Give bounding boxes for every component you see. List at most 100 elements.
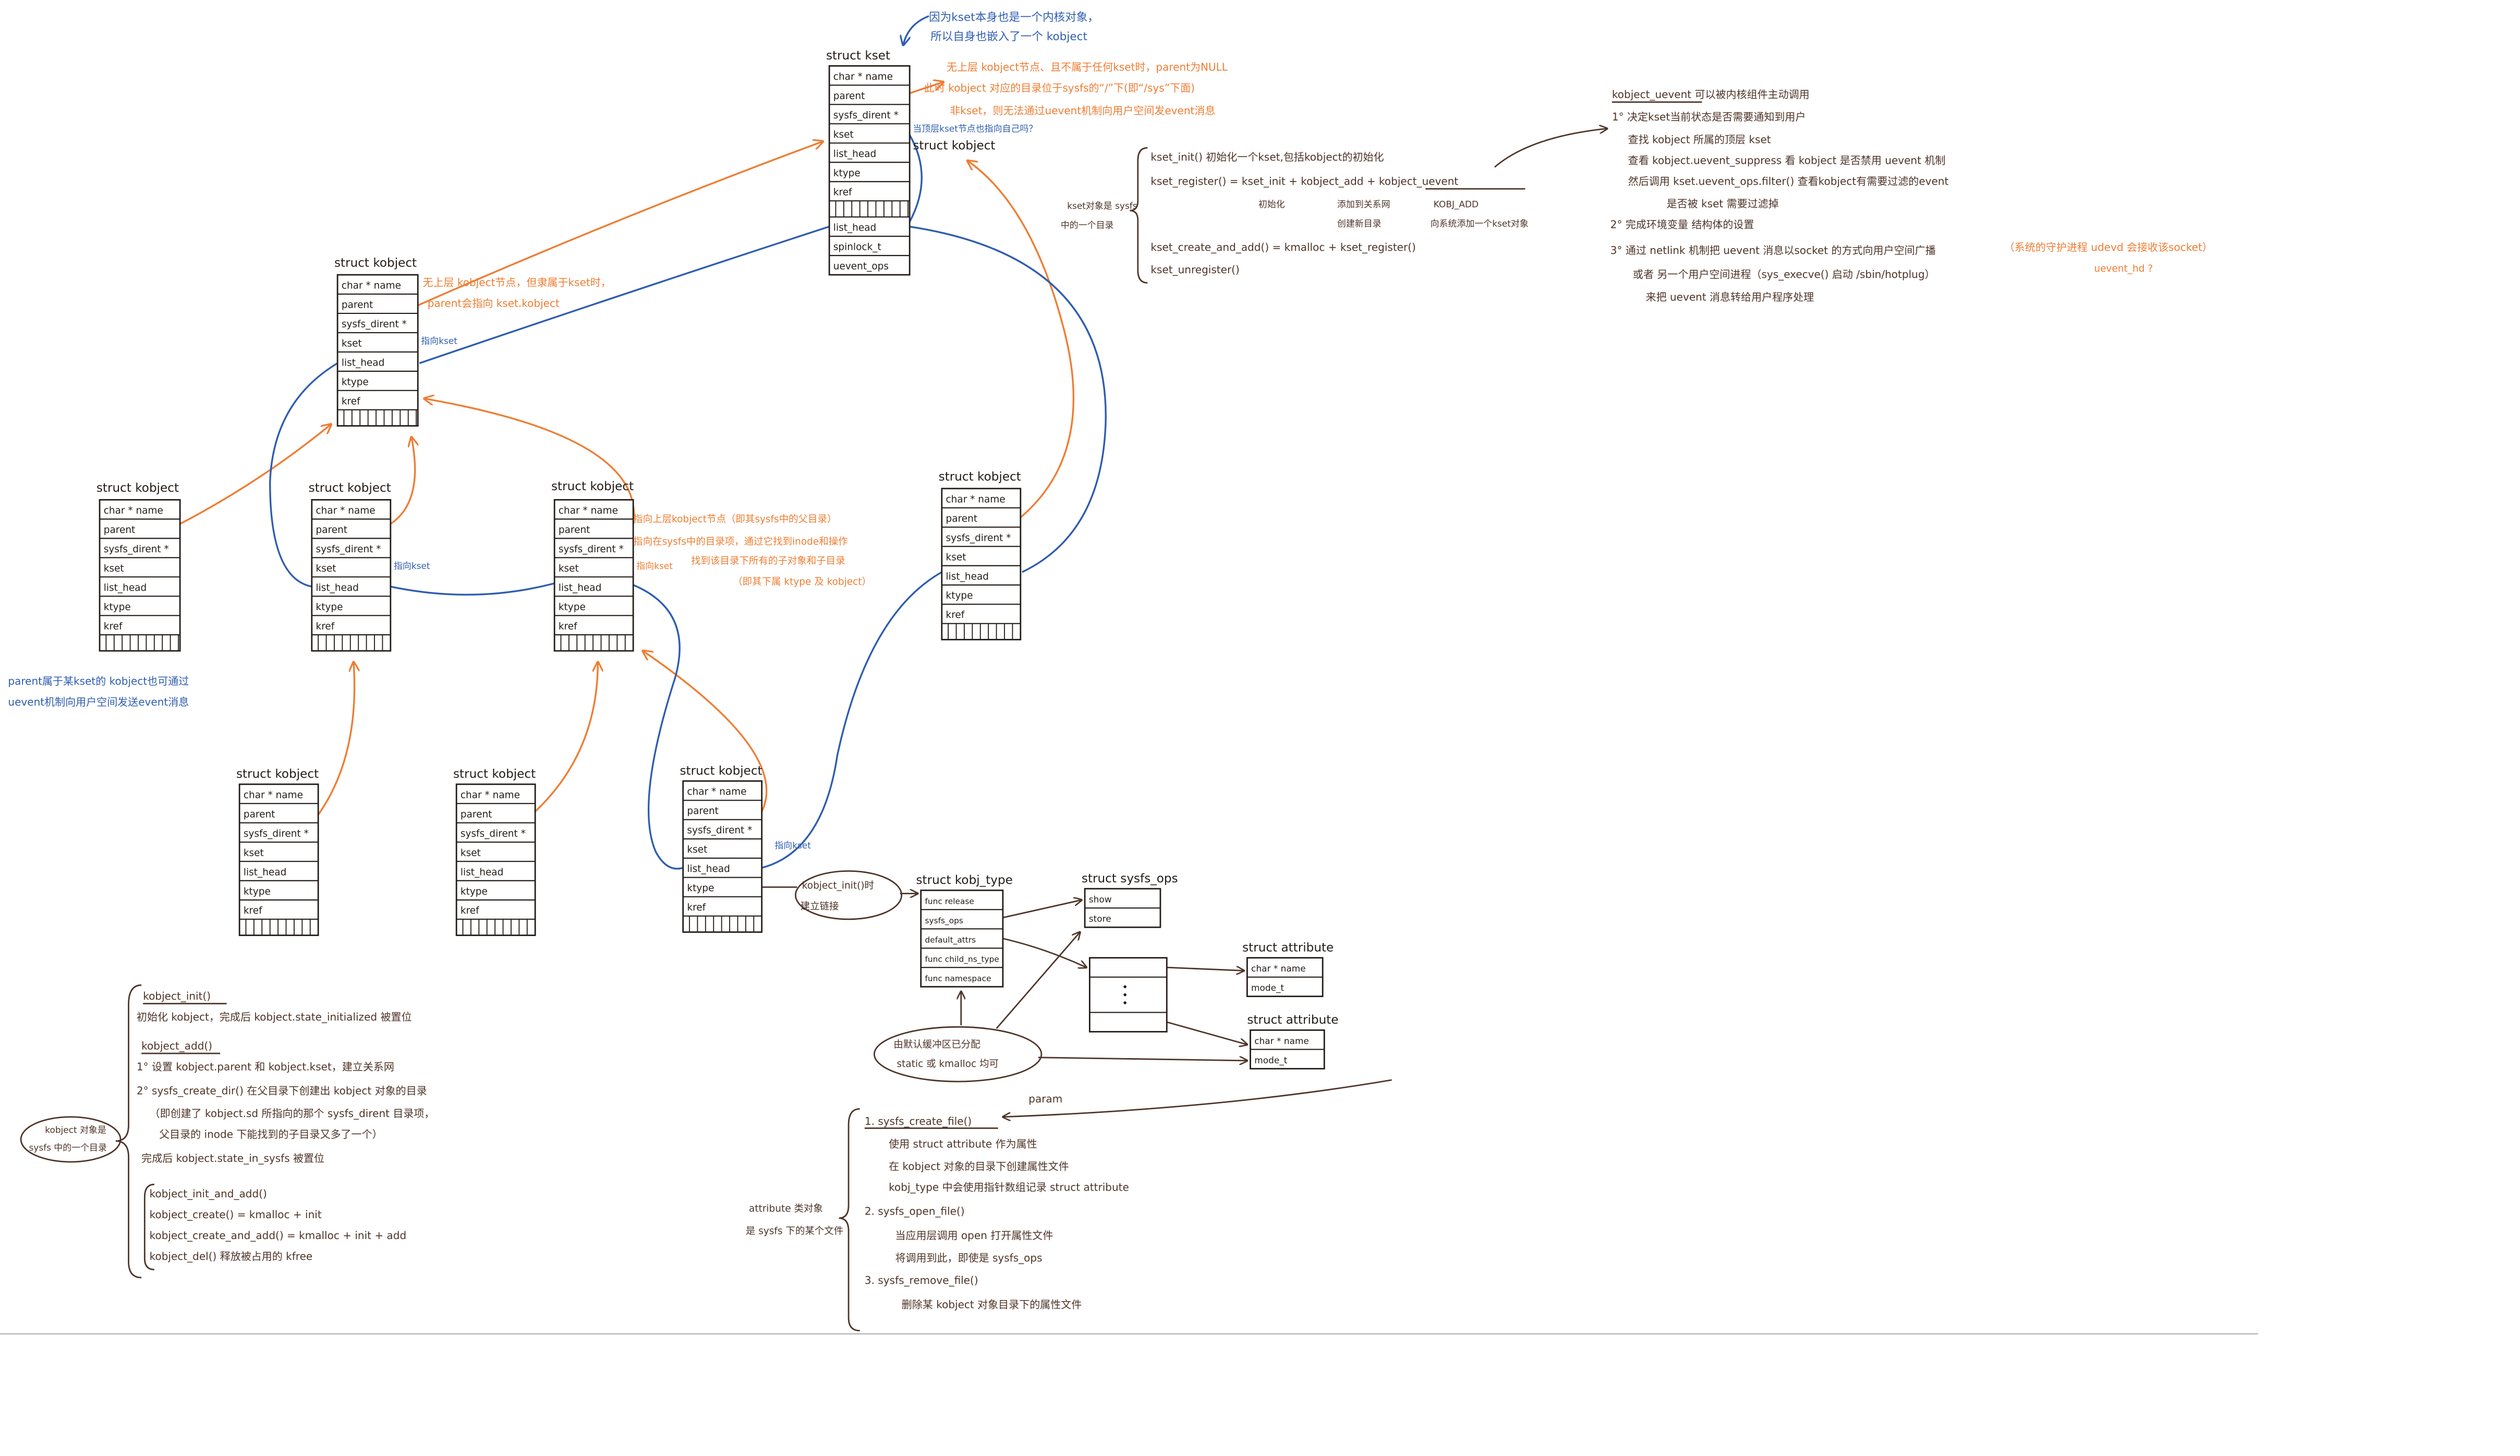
kobject-box-e-parent-field: parent xyxy=(946,513,978,524)
kobject-box-f-title: struct kobject xyxy=(236,768,319,781)
attribute-box-1: struct attribute char * name mode_t xyxy=(1242,941,1334,998)
kobject-box-c-list-head-field: list_head xyxy=(316,583,359,593)
kobject-box-c-kset-field: kset xyxy=(316,563,336,574)
uevent-api-line: 2° 完成环境变量 结构体的设置 xyxy=(1610,219,1754,231)
attribute-pointer-array-box xyxy=(1088,957,1168,1033)
kset-api-label: kset对象是 sysfs xyxy=(1067,201,1137,211)
kset-box-sysfs-dirent-field: sysfs_dirent * xyxy=(833,110,899,121)
kobject-box-b-ktype-field: ktype xyxy=(104,602,131,613)
kobject-box-g-kset-field: kset xyxy=(461,847,481,858)
attribute-api-line: 1. sysfs_create_file() xyxy=(865,1115,972,1127)
param-label: param xyxy=(1028,1093,1062,1105)
attribute-api-line: 在 kobject 对象的目录下创建属性文件 xyxy=(889,1160,1069,1172)
kobject-box-d-list-head-field: list_head xyxy=(559,583,601,593)
kobject-box-d-kset-field: kset xyxy=(559,563,579,574)
uevent-api-line: kobject_uevent 可以被内核组件主动调用 xyxy=(1612,88,1810,101)
kobject-box-b-parent-field: parent xyxy=(104,525,136,536)
attribute-box-2-name-field: char * name xyxy=(1254,1036,1309,1046)
points-to-kset-label-d: 指向kset xyxy=(636,561,673,571)
kset-embedded-kobject-title: struct kobject xyxy=(913,139,995,153)
sysfs-ops-link xyxy=(1002,900,1082,918)
attribute-api-line: 删除某 kobject 对象目录下的属性文件 xyxy=(902,1298,1082,1311)
attribute-link-2 xyxy=(1166,1021,1247,1045)
parent-arrow-b-to-a xyxy=(179,424,331,525)
uevent-through-kset-note: parent属于某kset的 kobject也可通过 xyxy=(8,675,189,687)
attribute-box-2-mode-field: mode_t xyxy=(1254,1055,1288,1066)
points-to-kset-label-a: 指向kset xyxy=(421,335,457,346)
kset-register-step: KOBJ_ADD xyxy=(1434,199,1479,210)
alloc-note-to-attribute xyxy=(1038,1058,1247,1061)
kset-register-to-uevent-arrow xyxy=(1494,129,1607,168)
kobject-box-g-sysfs-dirent-field: sysfs_dirent * xyxy=(461,828,526,839)
kobject-api-line: kobject_del() 释放被占用的 kfree xyxy=(150,1250,313,1263)
attribute-api-line: 3. sysfs_remove_file() xyxy=(865,1274,978,1287)
uevent-api-line: 查看 kobject.uevent_suppress 看 kobject 是否禁… xyxy=(1628,154,1946,166)
kobject-box-g-frame xyxy=(455,783,536,936)
kobject-api-line: 父目录的 inode 下能找到的子目录又多了一个） xyxy=(159,1128,383,1140)
kobject-box-h-name-field: char * name xyxy=(687,786,746,797)
kobject-box-b-name-field: char * name xyxy=(104,505,163,516)
kobject-box-f-kref-field: kref xyxy=(244,905,262,916)
uevent-api-line: 查找 kobject 所属的顶层 kset xyxy=(1628,133,1771,145)
kobject-box-c-kref-field: kref xyxy=(316,621,335,632)
kobject-api-line: kobject_add() xyxy=(141,1039,212,1052)
kobject-box-f-frame xyxy=(238,783,319,936)
attribute-box-1-title: struct attribute xyxy=(1242,941,1334,954)
kobject-box-a-list-head-field: list_head xyxy=(342,357,384,368)
kobject-box-d-title: struct kobject xyxy=(551,480,634,493)
kset-register-step: 初始化 xyxy=(1258,199,1285,210)
kobject-box-d-kref-field: kref xyxy=(559,621,577,632)
parent-arrow-c-to-a xyxy=(390,437,415,525)
param-arrow xyxy=(1003,1079,1392,1117)
kobject-api-line: 2° sysfs_create_dir() 在父目录下创建出 kobject 对… xyxy=(137,1085,427,1097)
points-to-kset-label-c: 指向kset xyxy=(394,561,430,571)
attribute-link-1 xyxy=(1167,967,1244,970)
attribute-box-1-mode-field: mode_t xyxy=(1251,982,1285,993)
kset-register-step: 添加到关系网 xyxy=(1337,199,1390,210)
kobj-type-box-namespace-field: func namespace xyxy=(925,974,991,984)
kobject-box-c-name-field: char * name xyxy=(316,505,375,516)
kobject-box-a-title: struct kobject xyxy=(334,257,417,270)
kobject-box-e-title: struct kobject xyxy=(939,470,1021,483)
kobject-api-line: 初始化 kobject，完成后 kobject.state_initialize… xyxy=(137,1011,412,1023)
kobject-api-line: kobject_init_and_add() xyxy=(150,1187,267,1200)
list-link-d-to-h xyxy=(633,584,684,870)
attr-alloc-note: static 或 kmalloc 均可 xyxy=(897,1059,999,1070)
kobject-box-a-sysfs-dirent-field: sysfs_dirent * xyxy=(342,319,407,330)
kset-api-line: kset_unregister() xyxy=(1150,263,1239,276)
kobject-box-h-kset-field: kset xyxy=(687,844,707,855)
kobject-box-b-list-head-field: list_head xyxy=(104,583,147,593)
kset-box-name-field: char * name xyxy=(833,71,893,82)
parent-to-kset-note: 无上层 kobject节点，但隶属于kset时， xyxy=(422,276,611,289)
kset-api-bracket xyxy=(1130,147,1148,284)
kobject-box-a-kset-field: kset xyxy=(342,338,362,349)
kobject-box-b-title: struct kobject xyxy=(96,481,179,495)
ellipsis-dot xyxy=(1123,1001,1126,1004)
kset-box-list-head-field: list_head xyxy=(833,223,876,234)
kobject-box-d-frame xyxy=(553,499,634,652)
struct-box-layer: struct kobject char * name parent sysfs_dir… xyxy=(96,49,1339,1070)
kobject-box-c-title: struct kobject xyxy=(309,481,391,495)
kobject-api-line: kobject_init() xyxy=(143,990,211,1002)
toplevel-parent-note: 无上层 kobject节点、且不属于任何kset时，parent为NULL xyxy=(947,61,1228,74)
parent-arrow-g-to-d xyxy=(535,662,598,812)
kobject-box-c-sysfs-dirent-field: sysfs_dirent * xyxy=(316,544,381,555)
kset-api-label: 中的一个目录 xyxy=(1061,220,1114,230)
parent-arrow-a-to-kset xyxy=(417,141,823,307)
init-link-note-circle xyxy=(795,870,903,920)
attribute-api-line: 将调用到此，即使是 sysfs_ops xyxy=(895,1252,1042,1264)
kobject-box-a-ktype-field: ktype xyxy=(342,377,369,387)
attribute-box-1-name-field: char * name xyxy=(1251,963,1306,974)
kset-api-line: kset_register() = kset_init + kobject_ad… xyxy=(1150,175,1458,187)
parent-to-kset-note: parent会指向 kset.kobject xyxy=(428,297,560,310)
kobject-directory-note-circle xyxy=(20,1116,122,1163)
list-link-a-to-c xyxy=(269,362,338,588)
kobj-type-box-frame xyxy=(920,889,1004,988)
